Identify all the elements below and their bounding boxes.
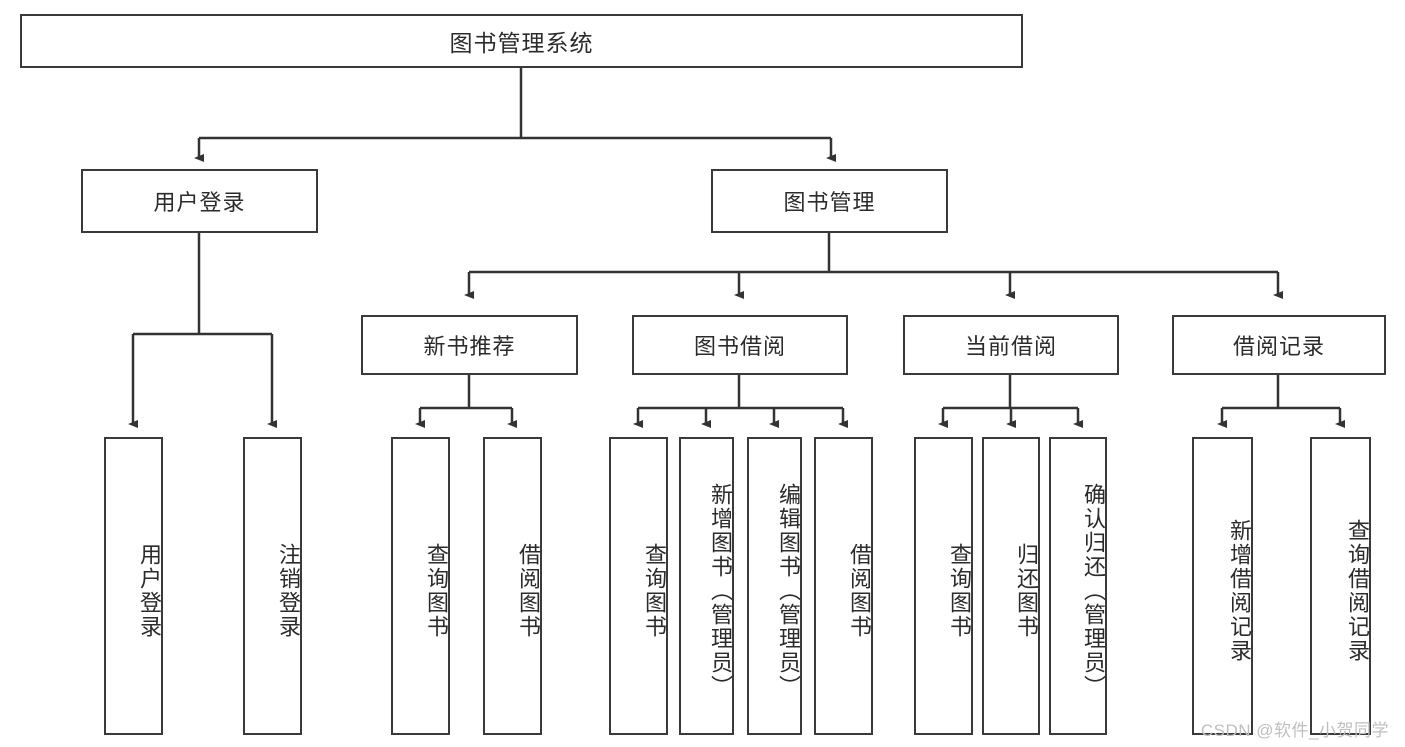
node-new-book-recommend[interactable]: 新书推荐 [361, 315, 578, 375]
node-label: 新增图书（管理员） [708, 483, 733, 699]
node-label: 借阅图书 [516, 543, 541, 639]
node-book-management[interactable]: 图书管理 [711, 169, 948, 233]
node-label: 用户登录 [153, 190, 246, 215]
node-label: 归还图书 [1014, 543, 1039, 639]
node-label: 当前借阅 [964, 334, 1057, 359]
leaf-current-borrow-query[interactable]: 查询图书 [914, 437, 973, 735]
node-root-book-management-system[interactable]: 图书管理系统 [20, 14, 1023, 68]
leaf-new-book-query[interactable]: 查询图书 [391, 437, 450, 735]
node-label: 图书管理 [783, 190, 876, 215]
node-label: 注销登录 [276, 543, 301, 639]
node-label: 新增借阅记录 [1227, 519, 1252, 663]
node-label: 确认归还（管理员） [1081, 483, 1106, 699]
leaf-book-borrow-add[interactable]: 新增图书（管理员） [679, 437, 734, 735]
node-book-borrow[interactable]: 图书借阅 [632, 315, 848, 375]
leaf-borrow-record-add[interactable]: 新增借阅记录 [1192, 437, 1253, 735]
node-label: 查询图书 [642, 543, 667, 639]
leaf-current-borrow-return[interactable]: 归还图书 [982, 437, 1040, 735]
node-borrow-record[interactable]: 借阅记录 [1172, 315, 1386, 375]
leaf-book-borrow-borrow[interactable]: 借阅图书 [814, 437, 873, 735]
leaf-book-borrow-query[interactable]: 查询图书 [609, 437, 668, 735]
node-current-borrow[interactable]: 当前借阅 [903, 315, 1119, 375]
node-label: 查询图书 [424, 543, 449, 639]
node-label: 图书借阅 [693, 334, 786, 359]
node-label: 用户登录 [137, 543, 162, 639]
node-label: 查询图书 [947, 543, 972, 639]
leaf-borrow-record-query[interactable]: 查询借阅记录 [1310, 437, 1371, 735]
leaf-book-borrow-edit[interactable]: 编辑图书（管理员） [747, 437, 802, 735]
node-label: 借阅图书 [847, 543, 872, 639]
csdn-watermark: CSDN @软件_小贺同学 [1200, 721, 1389, 740]
leaf-user-login-login[interactable]: 用户登录 [104, 437, 163, 735]
leaf-new-book-borrow[interactable]: 借阅图书 [483, 437, 542, 735]
node-label: 编辑图书（管理员） [776, 483, 801, 699]
leaf-current-borrow-confirm-return[interactable]: 确认归还（管理员） [1049, 437, 1107, 735]
node-label: 查询借阅记录 [1345, 519, 1370, 663]
node-label: 借阅记录 [1232, 334, 1325, 359]
leaf-user-login-logout[interactable]: 注销登录 [243, 437, 302, 735]
node-label: 图书管理系统 [449, 30, 594, 56]
node-label: 新书推荐 [423, 334, 516, 359]
node-user-login[interactable]: 用户登录 [81, 169, 318, 233]
